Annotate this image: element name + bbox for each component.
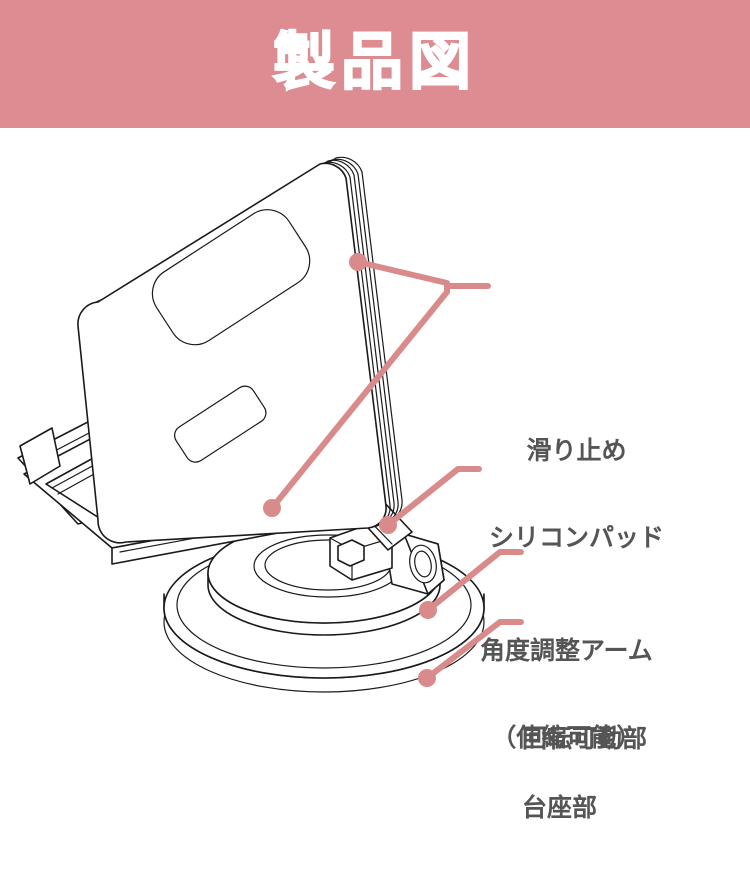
marker-dot-silicone-pad-upper [349, 253, 367, 271]
silicone-pad-lower [174, 385, 267, 463]
leader-base [424, 619, 524, 681]
marker-dot-base [418, 669, 436, 687]
leader-rotation-joint [425, 549, 524, 613]
callout-leaders [263, 253, 524, 687]
backplate-group [77, 156, 403, 544]
marker-dot-angle-arm [379, 516, 397, 534]
product-line-drawing: .ln { fill:none; stroke:#1a1a1a; stroke-… [17, 156, 524, 693]
backplate-face [77, 162, 387, 544]
silicone-pad-upper [151, 209, 311, 346]
product-figure-stage: .ln { fill:none; stroke:#1a1a1a; stroke-… [0, 128, 750, 822]
page-header-band: 製品図 [0, 0, 750, 128]
leader-angle-arm [385, 466, 482, 528]
marker-dot-silicone-pad-lower [263, 499, 281, 517]
marker-dot-rotation-joint [419, 601, 437, 619]
callout-label-base: 台座部 [522, 735, 597, 880]
callout-label-silicone-pad-line-2: シリコンパッド [489, 523, 665, 552]
callout-label-silicone-pad-line-1: 滑り止め [526, 436, 627, 465]
callout-label-silicone-pad: 滑り止め シリコンパッド [489, 378, 664, 610]
callout-label-angle-arm-line-1: 角度調整アーム [480, 636, 653, 665]
page-title: 製品図 [272, 25, 477, 98]
callout-label-base-line-1: 台座部 [522, 793, 598, 822]
